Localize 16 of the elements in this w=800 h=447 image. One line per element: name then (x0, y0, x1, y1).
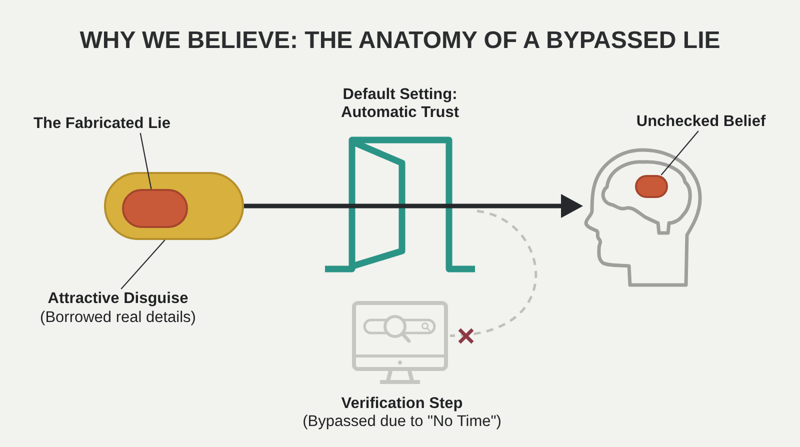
leader-line (120, 240, 166, 290)
callout-label: Attractive Disguise (46, 289, 190, 308)
capsule-shape (122, 189, 188, 228)
title: WHY WE BELIEVE: THE ANATOMY OF A BYPASSED LIE (80, 27, 720, 55)
capsule-shape (635, 175, 668, 198)
caption-label: Verification Step (341, 395, 463, 413)
dashed-connector (450, 210, 538, 337)
connector-line (244, 204, 325, 208)
callout-label: The Fabricated Lie (34, 114, 170, 133)
leader-line (660, 130, 699, 176)
caption-note: (Bypassed due to "No Time") (302, 413, 502, 431)
leader-line (140, 132, 152, 190)
arrow (477, 194, 583, 218)
callout-label: Unchecked Belief (636, 112, 766, 131)
callout-note: (Borrowed real details) (40, 308, 196, 327)
caption-label: Default Setting: Automatic Trust (340, 86, 460, 122)
